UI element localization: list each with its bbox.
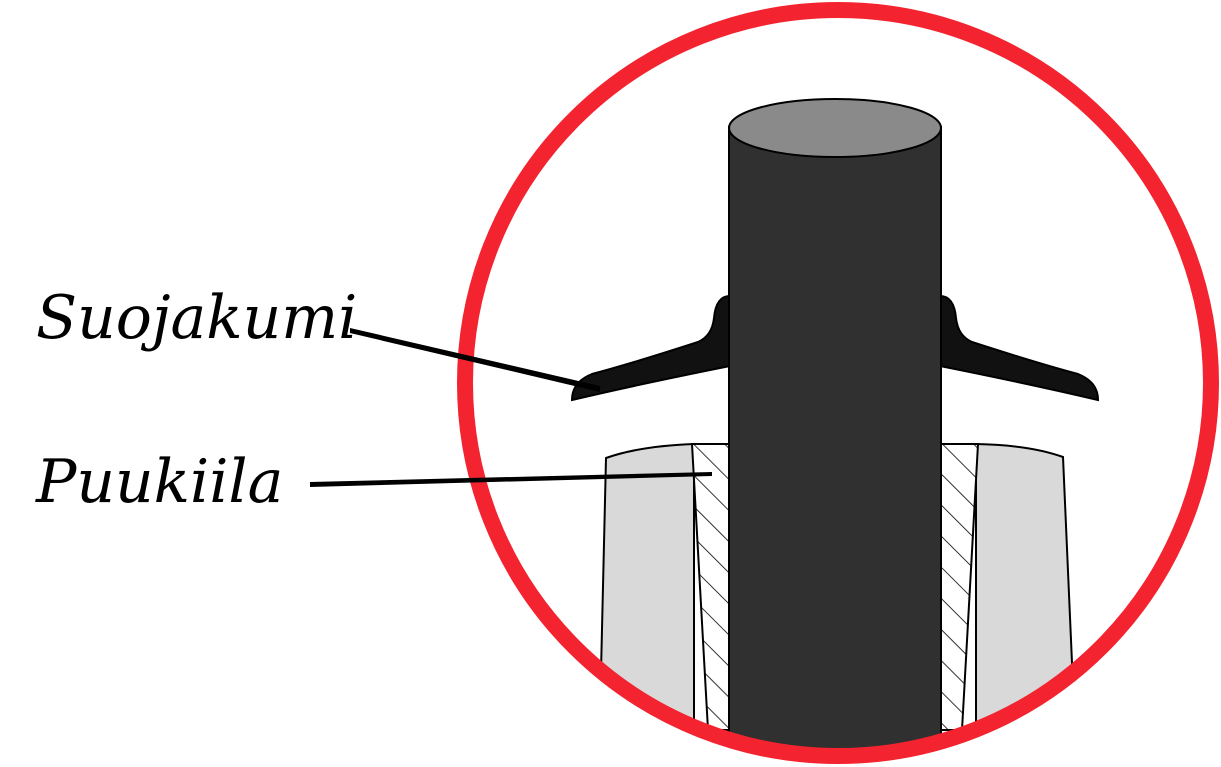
detail-content bbox=[570, 98, 1100, 756]
leader-line-puukiila bbox=[310, 472, 712, 487]
rubber-guard-right bbox=[939, 294, 1100, 402]
wood-wedge-left bbox=[690, 443, 731, 731]
detail-ring bbox=[457, 2, 1219, 764]
label-wood-wedge: Puukiila bbox=[36, 447, 284, 517]
leader-line-suojakumi bbox=[350, 328, 600, 392]
label-rubber-guard: Suojakumi bbox=[36, 283, 358, 353]
post-body bbox=[728, 126, 942, 756]
wood-wedge-right bbox=[939, 443, 980, 731]
rubber-guard-left bbox=[570, 294, 731, 402]
post-top bbox=[728, 98, 942, 158]
